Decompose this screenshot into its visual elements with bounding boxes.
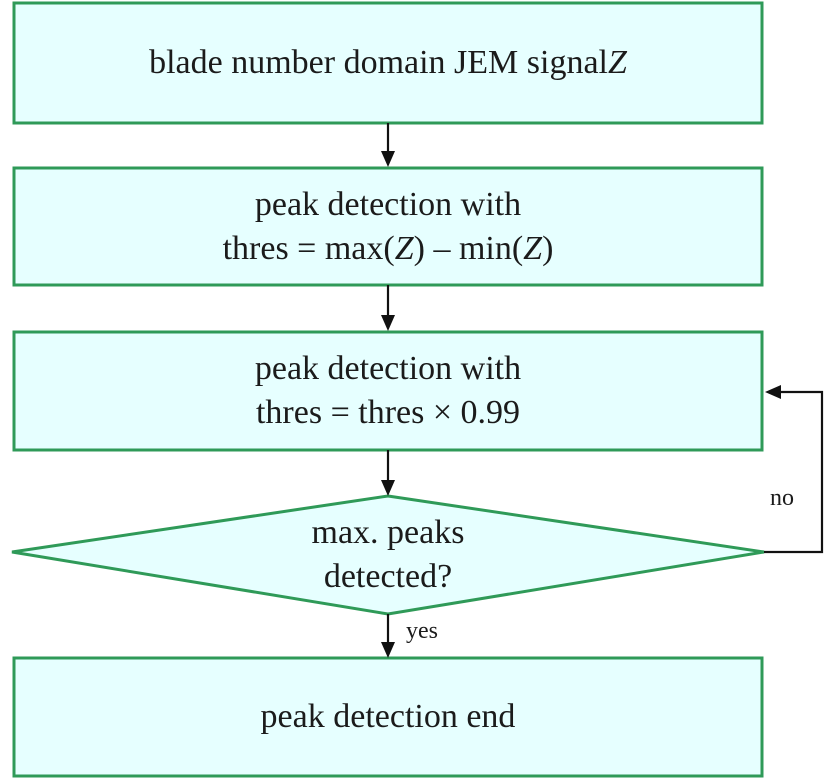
node-input-label: blade number domain JEM signal Z	[14, 3, 762, 123]
node-decision-line2: detected?	[323, 558, 453, 595]
arrowhead-loop-back	[765, 385, 781, 399]
node-decision-label: max. peaks detected?	[238, 505, 538, 605]
node-peak-loop-label: peak detection with thres = thres × 0.99	[14, 332, 762, 450]
node-decision-line1: max. peaks	[311, 514, 465, 552]
node-peak-initial-line1: peak detection with	[254, 185, 522, 223]
edge-label-no: no	[770, 485, 794, 511]
node-peak-initial-symbol-2: Z	[523, 229, 543, 267]
node-input-symbol: Z	[608, 44, 627, 82]
node-peak-initial-line2-middle: ) – min(	[413, 229, 524, 267]
node-peak-loop-line1: peak detection with	[254, 350, 522, 388]
node-input-text: blade number domain JEM signal	[149, 44, 608, 82]
arrowhead-decision-to-end	[381, 642, 395, 658]
edge-decision-loop-back	[764, 390, 824, 554]
node-input-box	[12, 1, 764, 125]
arrowhead-input-to-peak-initial	[381, 151, 395, 167]
node-peak-initial-line2-suffix: )	[542, 229, 554, 267]
arrowhead-peak-loop-to-decision	[381, 480, 395, 496]
node-peak-initial-line2-prefix: thres = max(	[222, 229, 395, 267]
node-peak-initial-line2: thres = max(Z) – min(Z)	[223, 227, 554, 271]
edge-label-yes: yes	[406, 618, 438, 644]
node-peak-initial-symbol-1: Z	[394, 229, 414, 267]
node-peak-initial-box	[12, 166, 764, 287]
node-peak-initial-label: peak detection with thres = max(Z) – min…	[14, 168, 762, 285]
node-peak-loop-box	[12, 330, 764, 452]
node-end-label: peak detection end	[14, 658, 762, 776]
node-end-text: peak detection end	[260, 698, 516, 736]
node-end-box	[12, 656, 764, 778]
arrowhead-peak-initial-to-peak-loop	[381, 315, 395, 331]
node-peak-loop-line2: thres = thres × 0.99	[255, 394, 521, 431]
